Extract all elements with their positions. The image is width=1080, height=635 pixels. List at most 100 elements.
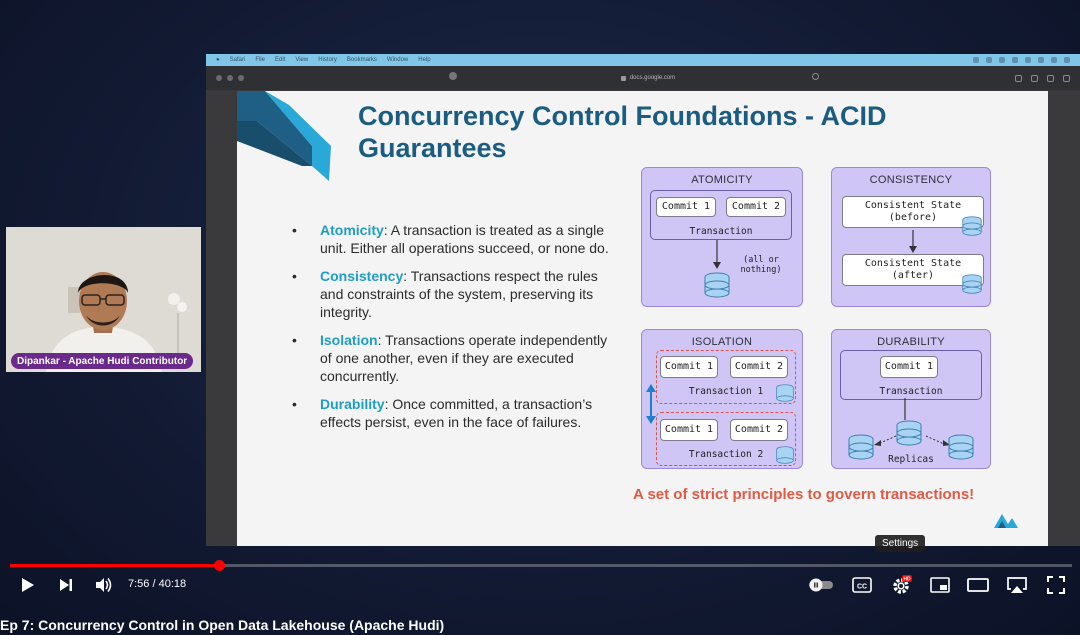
- commit-box: Commit 1: [660, 419, 718, 441]
- safari-toolbar: docs.google.com: [206, 66, 1080, 90]
- time-display: 7:56 / 40:18: [128, 578, 187, 590]
- all-or-nothing-note: (all or nothing): [740, 255, 782, 275]
- next-button[interactable]: [54, 574, 78, 596]
- transaction-group: [840, 350, 982, 400]
- menu-help: Help: [418, 57, 431, 63]
- transaction-1-group: [656, 350, 796, 404]
- progress-bar[interactable]: [10, 560, 1072, 571]
- gear-icon: HD: [893, 575, 912, 594]
- replica-database-icon: [948, 434, 974, 460]
- speaker-video-icon: [6, 227, 201, 372]
- bullet-term: Consistency: [320, 268, 404, 284]
- slide-title-line2: Guarantees: [358, 133, 507, 163]
- theater-mode-button[interactable]: [966, 574, 990, 596]
- webcam-feed: Dipankar - Apache Hudi Contributor: [6, 227, 201, 372]
- replication-arrows-icon: [874, 435, 950, 446]
- transaction-label: Transaction: [689, 226, 753, 237]
- bullet-text: : Transactions respect the rules and con…: [320, 268, 598, 320]
- database-icon: [962, 274, 982, 294]
- commit-box: Commit 1: [660, 356, 718, 378]
- fullscreen-button[interactable]: [1044, 574, 1068, 596]
- menu-window: Window: [386, 57, 409, 63]
- consistency-panel: CONSISTENCY Consistent State (before) Co…: [831, 167, 991, 307]
- hd-badge: HD: [903, 577, 911, 583]
- shared-screen: ● Safari File Edit View History Bookmark…: [206, 54, 1080, 546]
- captions-button[interactable]: CC: [850, 574, 874, 596]
- bullet-term: Durability: [320, 396, 385, 412]
- transaction-2-label: Transaction 2: [688, 449, 764, 460]
- autoplay-toggle[interactable]: [806, 574, 836, 596]
- arrow-down-icon: [909, 230, 917, 253]
- progress-played: [10, 564, 220, 567]
- slide-title-line1: Concurrency Control Foundations - ACID: [358, 101, 887, 131]
- commit-box: Commit 2: [730, 356, 788, 378]
- menubar-status-icons: [973, 57, 1070, 63]
- bullet-isolation: • Isolation: Transactions operate indepe…: [292, 332, 608, 384]
- fullscreen-icon: [1047, 576, 1065, 594]
- transaction-1-label: Transaction 1: [688, 386, 764, 397]
- settings-tooltip: Settings: [875, 535, 926, 552]
- apple-icon: ●: [216, 57, 220, 63]
- menu-bookmarks: Bookmarks: [346, 57, 377, 63]
- bullet-term: Atomicity: [320, 222, 384, 238]
- skip-next-icon: [60, 579, 72, 591]
- state-before-box: Consistent State (before): [842, 196, 984, 228]
- transaction-label: Transaction: [879, 386, 943, 397]
- menu-edit: Edit: [274, 57, 286, 63]
- arrow-down-icon: [713, 240, 721, 269]
- bullet-durability: • Durability: Once committed, a transact…: [292, 396, 593, 430]
- menu-file: File: [255, 57, 265, 63]
- miniplayer-button[interactable]: [928, 574, 952, 596]
- address-bar: docs.google.com: [446, 71, 850, 85]
- database-icon: [776, 384, 794, 402]
- bullet-consistency: • Consistency: Transactions respect the …: [292, 268, 598, 320]
- reload-icon: [812, 73, 819, 80]
- menu-safari: Safari: [229, 57, 246, 63]
- atomicity-panel: ATOMICITY Commit 1 Commit 2 Transaction …: [641, 167, 803, 307]
- menu-view: View: [295, 57, 309, 63]
- safari-tools: [1015, 74, 1070, 82]
- volume-icon: [96, 578, 112, 592]
- airplay-icon: [1007, 577, 1027, 593]
- commit-box: Commit 1: [656, 197, 716, 217]
- site-favicon-icon: [449, 72, 457, 80]
- play-icon: [22, 578, 34, 592]
- svg-text:CC: CC: [857, 584, 867, 591]
- replicas-label: Replicas: [888, 454, 934, 465]
- settings-button[interactable]: HD: [888, 574, 914, 596]
- commit-box: Commit 2: [726, 197, 786, 217]
- transaction-2-group: [656, 412, 796, 466]
- video-title: Ep 7: Concurrency Control in Open Data L…: [0, 617, 445, 633]
- cast-button[interactable]: [1004, 574, 1030, 596]
- replica-database-icon: [848, 434, 874, 460]
- commit-box: Commit 2: [730, 419, 788, 441]
- panel-title: DURABILITY: [877, 336, 945, 348]
- bullet-text: : A transaction is treated as a single u…: [320, 222, 609, 256]
- arrow-down-icon: [904, 398, 906, 420]
- window-traffic-lights: [216, 75, 244, 81]
- isolation-panel: ISOLATION Commit 1 Commit 2 Transaction …: [641, 329, 803, 469]
- play-button[interactable]: [16, 574, 40, 596]
- speaker-name-tag: Dipankar - Apache Hudi Contributor: [11, 353, 194, 369]
- database-icon: [776, 446, 794, 464]
- state-after-box: Consistent State (after): [842, 254, 984, 286]
- theater-mode-icon: [967, 578, 989, 592]
- closed-captions-icon: CC: [852, 577, 872, 593]
- panel-title: ATOMICITY: [691, 174, 753, 186]
- miniplayer-icon: [930, 577, 950, 593]
- bullet-term: Isolation: [320, 332, 378, 348]
- transaction-group: [650, 190, 792, 240]
- mac-menubar: ● Safari File Edit View History Bookmark…: [206, 54, 1080, 66]
- presentation-slide: Concurrency Control Foundations - ACID G…: [237, 91, 1048, 546]
- database-icon: [962, 216, 982, 236]
- database-icon: [896, 420, 922, 446]
- autoplay-toggle-icon: [809, 578, 833, 592]
- menu-history: History: [318, 57, 337, 63]
- panel-title: CONSISTENCY: [869, 174, 953, 186]
- volume-button[interactable]: [92, 574, 116, 596]
- slide-logo-icon: [237, 91, 331, 181]
- slide-tagline: A set of strict principles to govern tra…: [633, 486, 975, 503]
- bullet-text: : Transactions operate independently of …: [320, 332, 608, 384]
- bullet-atomicity: • Atomicity: A transaction is treated as…: [292, 222, 609, 256]
- scrubber-handle[interactable]: [213, 560, 225, 571]
